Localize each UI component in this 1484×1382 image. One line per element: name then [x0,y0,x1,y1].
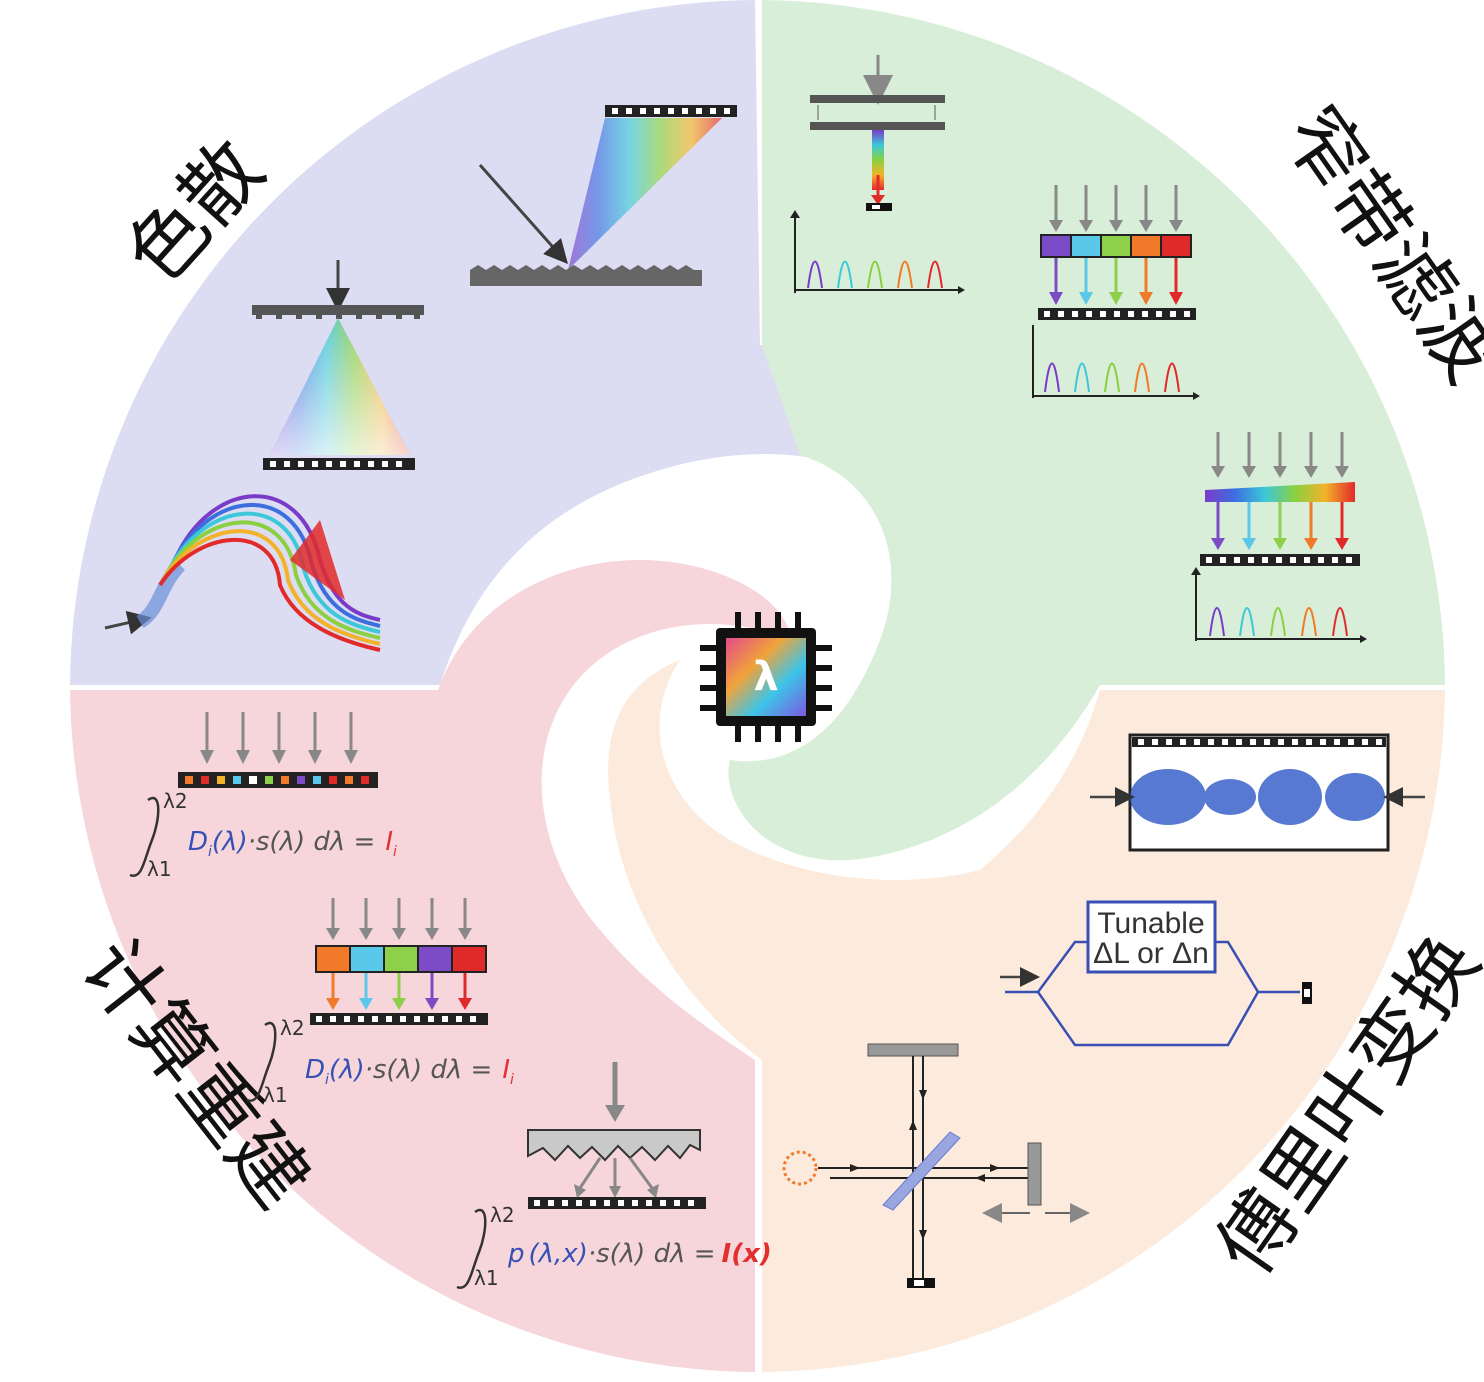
svg-text:p(λ,x)·s(λ) dλ =I(x): p(λ,x)·s(λ) dλ =I(x) [507,1239,772,1269]
fourier-mach-zehnder: Tunable ΔL or Δn [1000,900,1312,1047]
svg-text:λ2: λ2 [163,789,188,813]
chip-lambda-symbol: λ [753,654,778,700]
recon-filter-encoding-1 [178,712,378,788]
tunable-line2: ΔL or Δn [1093,937,1209,970]
svg-text:Di(λ)·s(λ) dλ =Ii: Di(λ)·s(λ) dλ =Ii [188,827,397,860]
dispersion-grating-transmissive [252,260,424,470]
narrowband-fabry-perot [790,55,965,294]
fourier-standing-wave [1090,733,1425,852]
svg-text:λ1: λ1 [263,1083,288,1107]
background-disc [70,0,1445,1372]
quadrant-narrowband-bg [728,0,1445,861]
svg-text:λ1: λ1 [147,857,172,881]
narrowband-filter-array [1032,185,1200,400]
tunable-line1: Tunable [1097,907,1204,940]
center-chip: λ [700,612,832,742]
dispersion-waveguide-array [104,494,381,652]
svg-text:λ2: λ2 [280,1016,305,1040]
recon-formula-3: λ2 λ1 p(λ,x)·s(λ) dλ =I(x) [456,1203,772,1290]
svg-text:λ2: λ2 [490,1203,515,1227]
recon-formula-2: λ2 λ1 Di(λ)·s(λ) dλ =Ii [246,1016,514,1107]
narrowband-linear-variable-filter [1191,432,1367,643]
quadrant-dispersion-bg [70,0,945,685]
recon-formula-1: λ2 λ1 Di(λ)·s(λ) dλ =Ii [129,789,397,881]
svg-text:λ1: λ1 [474,1266,499,1290]
recon-filter-encoding-2 [310,898,488,1025]
svg-text:Di(λ)·s(λ) dλ =Ii: Di(λ)·s(λ) dλ =Ii [305,1055,514,1088]
dispersion-grating-reflective [470,105,737,286]
recon-scattering-medium [527,1062,706,1209]
fourier-michelson [782,1043,1090,1288]
